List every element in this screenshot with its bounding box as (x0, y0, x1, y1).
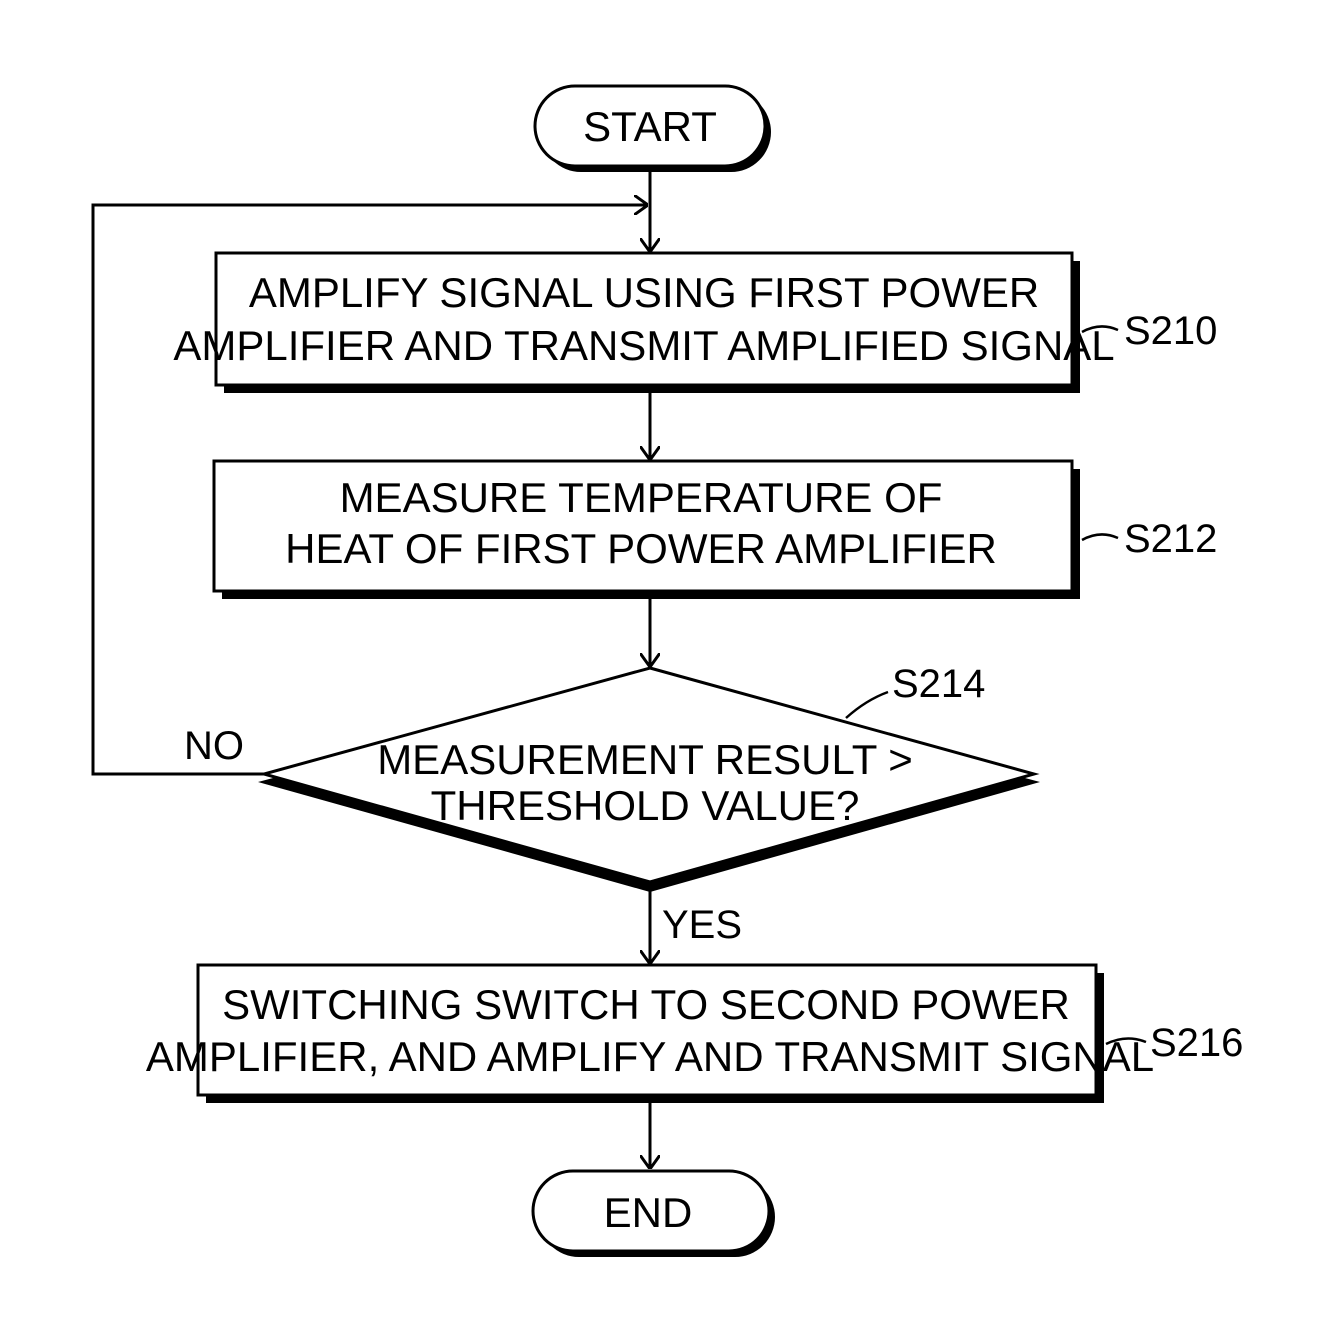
s210-step-label: S210 (1124, 309, 1217, 353)
end-label: END (604, 1189, 693, 1236)
s212-line-1: MEASURE TEMPERATURE OF (340, 474, 943, 521)
s212-leader-line (1082, 534, 1118, 540)
s214-line-1: MEASUREMENT RESULT > (377, 736, 913, 783)
s212-line-2: HEAT OF FIRST POWER AMPLIFIER (285, 525, 997, 572)
end-terminal: END (533, 1171, 775, 1257)
process-box-s216: SWITCHING SWITCH TO SECOND POWER AMPLIFI… (146, 965, 1154, 1103)
start-terminal: START (535, 86, 771, 172)
no-branch-label: NO (184, 724, 244, 768)
s216-line-1: SWITCHING SWITCH TO SECOND POWER (222, 981, 1070, 1028)
process-box-s210: AMPLIFY SIGNAL USING FIRST POWER AMPLIFI… (173, 253, 1114, 393)
process-box-s212: MEASURE TEMPERATURE OF HEAT OF FIRST POW… (214, 461, 1080, 599)
s210-line-1: AMPLIFY SIGNAL USING FIRST POWER (249, 269, 1039, 316)
yes-branch-label: YES (662, 903, 742, 947)
s216-step-label: S216 (1150, 1021, 1243, 1065)
s214-step-label: S214 (892, 662, 985, 706)
s210-line-2: AMPLIFIER AND TRANSMIT AMPLIFIED SIGNAL (173, 322, 1114, 369)
start-label: START (583, 103, 717, 150)
s214-line-2: THRESHOLD VALUE? (431, 782, 860, 829)
s214-leader-line (846, 692, 888, 718)
s212-step-label: S212 (1124, 517, 1217, 561)
s216-line-2: AMPLIFIER, AND AMPLIFY AND TRANSMIT SIGN… (146, 1033, 1154, 1080)
